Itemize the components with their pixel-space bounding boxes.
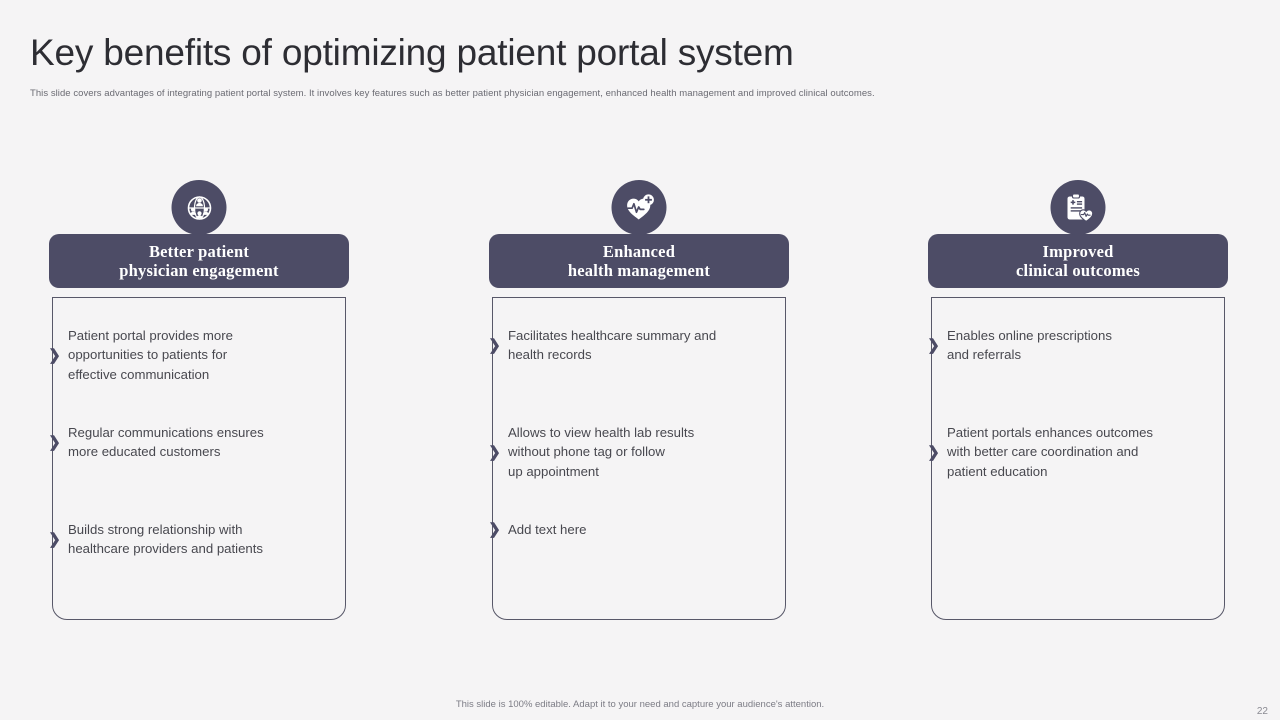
chevron-right-icon: ❯ xyxy=(488,336,501,354)
list-item-text: Regular communications ensures more educ… xyxy=(68,425,264,460)
card-title-1: Better patient physician engagement xyxy=(119,241,279,280)
footer-note: This slide is 100% editable. Adapt it to… xyxy=(455,699,825,710)
card-header-2: Enhanced health management xyxy=(489,234,789,288)
card-title-2: Enhanced health management xyxy=(567,241,711,280)
card-body-2: ❯ Facilitates healthcare summary and hea… xyxy=(488,297,787,620)
list-item-text: Builds strong relationship with healthca… xyxy=(68,522,264,557)
chevron-right-icon: ❯ xyxy=(48,530,61,548)
list-item-text: Enables online prescriptions and referra… xyxy=(947,328,1112,363)
chevron-right-icon: ❯ xyxy=(48,433,61,451)
list-item: ❯ Patient portal provides more opportuni… xyxy=(48,326,347,384)
list-item: ❯ Builds strong relationship with health… xyxy=(48,520,347,559)
card-body-3: ❯ Enables online prescriptions and refer… xyxy=(927,297,1226,620)
chevron-right-icon: ❯ xyxy=(48,346,61,364)
list-item: ❯ Patient portals enhances outcomes with… xyxy=(927,423,1226,481)
clipboard-heart-icon xyxy=(1050,180,1106,235)
list-item-text: Allows to view health lab results withou… xyxy=(508,425,695,479)
list-item-text: Patient portal provides more opportuniti… xyxy=(68,328,233,382)
chevron-right-icon: ❯ xyxy=(488,521,501,539)
chevron-right-icon: ❯ xyxy=(927,336,940,354)
page-number: 22 xyxy=(1256,706,1268,717)
list-item: ❯ Enables online prescriptions and refer… xyxy=(927,326,1226,365)
page-subtitle: This slide covers advantages of integrat… xyxy=(30,88,875,99)
heart-pulse-cross-icon xyxy=(611,180,667,235)
card-title-3: Improved clinical outcomes xyxy=(1016,241,1140,280)
list-item: ❯ Facilitates healthcare summary and hea… xyxy=(488,326,787,365)
list-item-text: Facilitates healthcare summary and healt… xyxy=(508,328,717,363)
chevron-right-icon: ❯ xyxy=(488,443,501,461)
list-item-text: Add text here xyxy=(508,522,587,537)
list-item: ❯ Add text here xyxy=(488,520,787,539)
card-body-1: ❯ Patient portal provides more opportuni… xyxy=(48,297,347,620)
list-item-text: Patient portals enhances outcomes with b… xyxy=(947,425,1153,479)
people-network-icon xyxy=(171,180,227,235)
card-header-3: Improved clinical outcomes xyxy=(928,234,1228,288)
list-item: ❯ Regular communications ensures more ed… xyxy=(48,423,347,462)
chevron-right-icon: ❯ xyxy=(927,443,940,461)
card-header-1: Better patient physician engagement xyxy=(49,234,349,288)
page-title: Key benefits of optimizing patient porta… xyxy=(30,32,794,73)
list-item: ❯ Allows to view health lab results with… xyxy=(488,423,787,481)
benefit-columns: Better patient physician engagement ❯ Pa… xyxy=(0,180,1280,630)
